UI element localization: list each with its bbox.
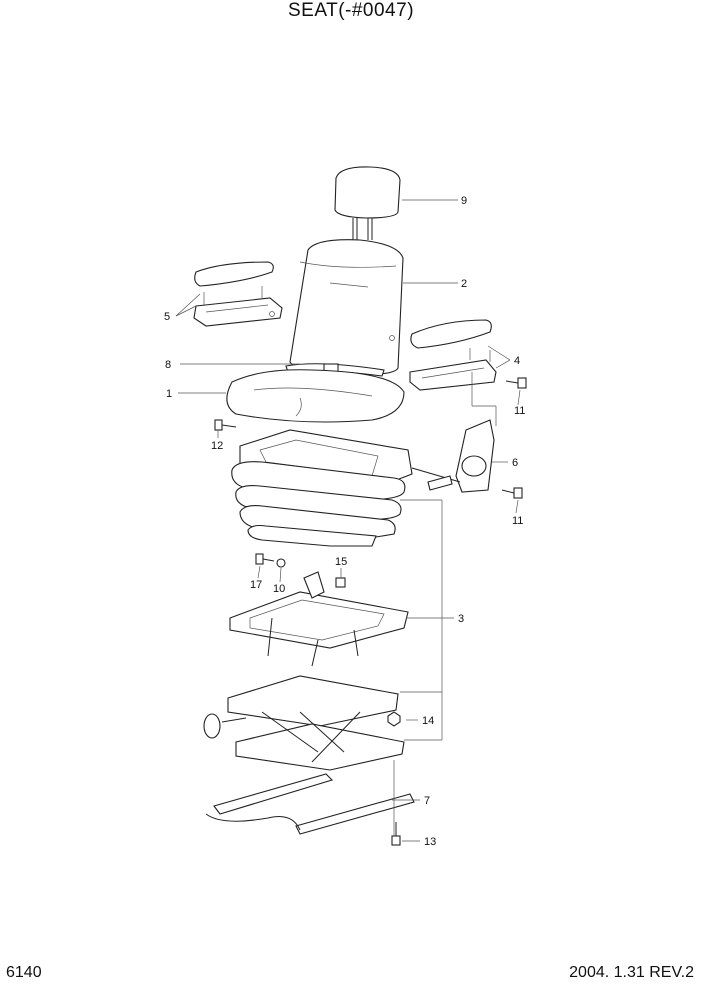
page-title: SEAT(-#0047) (287, 0, 415, 21)
revision-date: 2004. 1.31 REV.2 (569, 964, 694, 981)
armrest-right (409, 319, 497, 426)
bolt-17 (255, 553, 275, 565)
backrest (289, 239, 404, 375)
callout-12: 12 (211, 440, 223, 452)
bolt-13 (391, 822, 401, 846)
leader-lines (175, 199, 521, 842)
callout-11-upper: 11 (514, 405, 525, 417)
page-code: 6140 (6, 964, 42, 981)
callout-15: 15 (335, 556, 347, 568)
callout-7: 7 (424, 795, 430, 807)
washer-10 (276, 558, 286, 568)
headrest (334, 166, 401, 240)
callout-4: 4 (514, 355, 520, 367)
callout-2: 2 (461, 278, 467, 290)
nut-15 (335, 577, 346, 588)
callout-10: 10 (273, 583, 285, 595)
bolt-11-lower (501, 487, 523, 499)
nut-14 (387, 711, 401, 727)
suspension-bellows (231, 429, 413, 547)
callout-3: 3 (458, 613, 464, 625)
callout-1: 1 (166, 388, 172, 400)
upper-suspension-frame (229, 571, 409, 667)
lower-suspension-mechanism (203, 675, 405, 771)
seat-cushion (226, 369, 405, 423)
armrest-left (193, 261, 283, 327)
callout-5: 5 (164, 311, 170, 323)
callout-8: 8 (165, 359, 171, 371)
callout-13: 13 (424, 836, 436, 848)
adjusting-knob (203, 713, 221, 739)
callout-9: 9 (461, 195, 467, 207)
callout-6: 6 (512, 457, 518, 469)
callout-3-bracket (400, 499, 454, 741)
bolt-12 (214, 419, 237, 431)
callout-11-lower: 11 (512, 515, 523, 527)
adjusting-lever (411, 419, 495, 493)
slide-rails (205, 773, 415, 835)
bolt-11-upper (505, 377, 527, 389)
callout-14: 14 (422, 715, 434, 727)
callout-17: 17 (250, 579, 262, 591)
